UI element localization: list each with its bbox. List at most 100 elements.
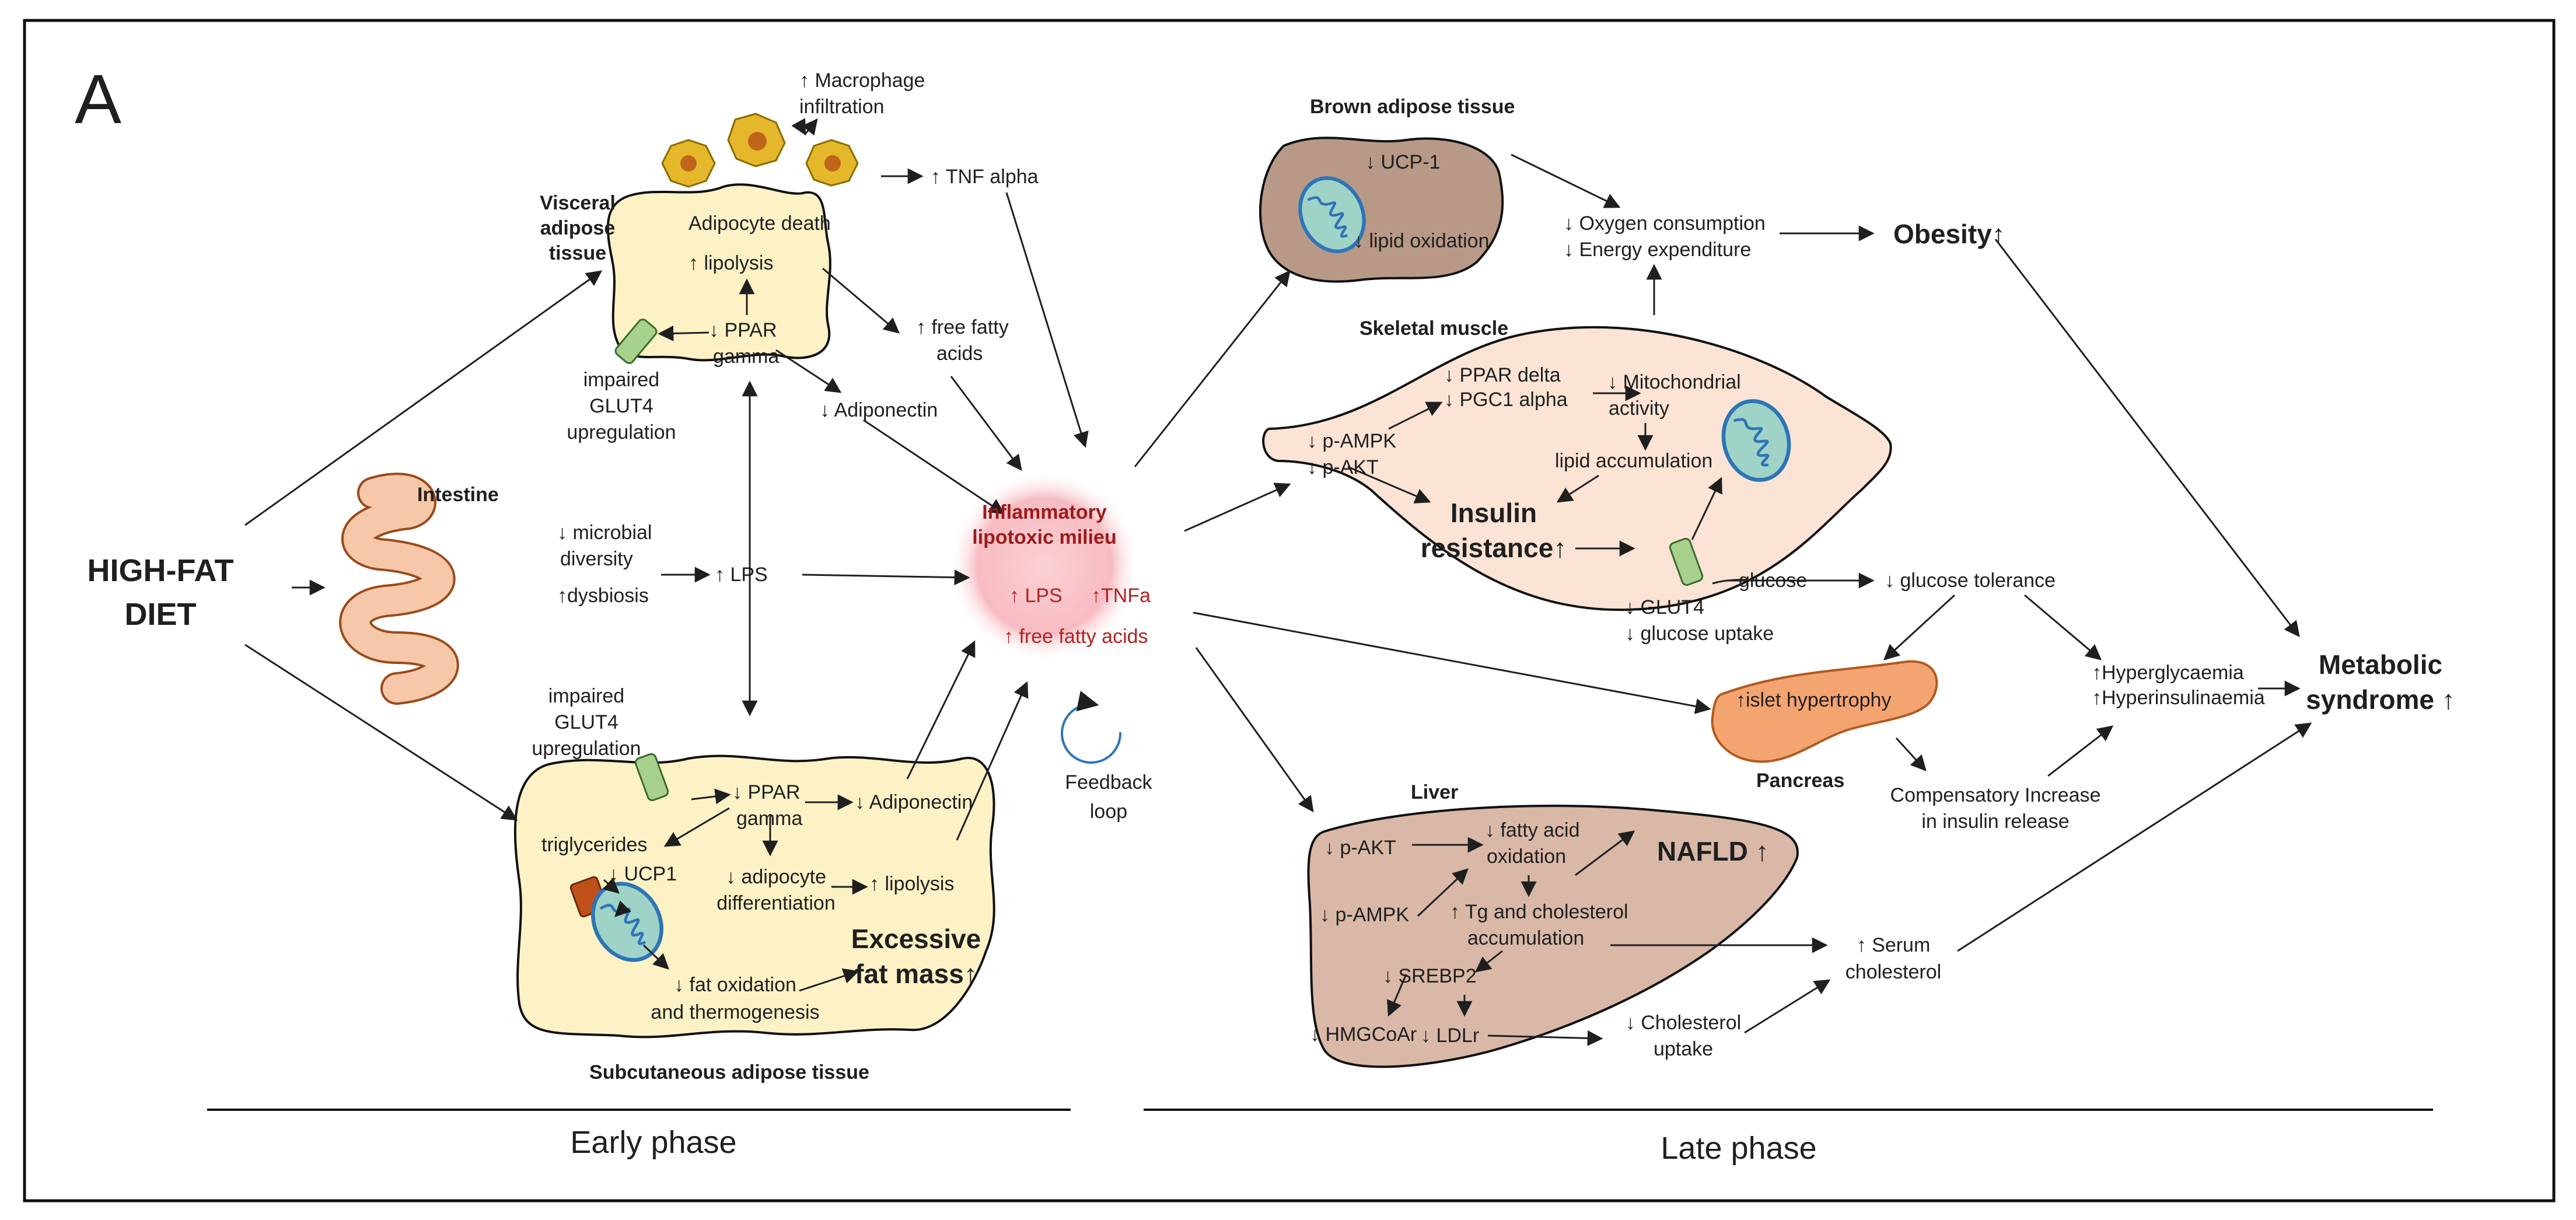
skeletal-muscle-title: Skeletal muscle [1359, 317, 1509, 340]
pancreas-shape [1711, 660, 1938, 763]
ucp-1-label: ↓ UCP-1 [1365, 151, 1441, 173]
fatty-acid-oxidation-line2: oxidation [1487, 845, 1567, 868]
subcutaneous-ppar-line1: ↓ PPAR [732, 781, 801, 803]
glucose-label: glucose [1739, 569, 1808, 592]
milieu-title-line2: lipotoxic milieu [972, 526, 1117, 548]
insulin-resistance-line1: Insulin [1450, 498, 1537, 528]
fat-oxidation-line2: and thermogenesis [651, 1001, 820, 1023]
muscle-p-ampk-label: ↓ p-AMPK [1307, 430, 1397, 452]
milieu-title-line1: Inflammatory [982, 501, 1107, 523]
mitochondrial-activity-line1: ↓ Mitochondrial [1607, 371, 1741, 393]
feedback-loop-line1: Feedback [1065, 771, 1152, 793]
milieu-tnfa-label: ↑TNFa [1091, 585, 1151, 607]
feedback-loop-icon [1061, 690, 1122, 764]
adipocyte-differentiation-line1: ↓ adipocyte [726, 866, 826, 888]
skeletal-muscle-shape [1262, 326, 1892, 611]
subcutaneous-ppar-line2: gamma [736, 807, 803, 830]
intestine-title: Intestine [417, 484, 499, 506]
milieu-ffa-label: ↑ free fatty acids [1004, 625, 1148, 648]
mitochondrial-activity-line2: activity [1609, 397, 1669, 420]
macrophage-cells [661, 113, 859, 188]
cholesterol-uptake-line1: ↓ Cholesterol [1625, 1012, 1742, 1034]
excessive-fat-mass-line1: Excessive [851, 924, 981, 954]
visceral-title-line3: tissue [548, 242, 607, 264]
compensatory-increase-line2: in insulin release [1921, 810, 2070, 833]
milieu-lps-label: ↑ LPS [1009, 585, 1062, 607]
early-phase-label: Early phase [570, 1125, 737, 1160]
pancreas-title: Pancreas [1756, 770, 1845, 792]
glut4-label: ↓ GLUT4 [1625, 596, 1705, 618]
excessive-fat-mass-line2: fat mass↑ [855, 959, 977, 989]
panel-label: A [75, 60, 122, 138]
subcutaneous-glut4-line2: GLUT4 [554, 711, 618, 733]
macrophage-infiltration-line2: infiltration [799, 96, 885, 118]
free-fatty-acids-line1: ↑ free fatty [916, 316, 1009, 338]
glucose-uptake-label: ↓ glucose uptake [1625, 623, 1774, 645]
liver-p-ampk-label: ↓ p-AMPK [1320, 904, 1410, 926]
tg-cholesterol-line1: ↑ Tg and cholesterol [1450, 901, 1628, 923]
metabolic-syndrome-line2: syndrome ↑ [2306, 684, 2455, 715]
compensatory-increase-line1: Compensatory Increase [1890, 784, 2101, 806]
subcutaneous-adipocyte-shape [513, 754, 995, 1039]
fat-oxidation-line1: ↓ fat oxidation [674, 974, 796, 996]
srebp2-label: ↓ SREBP2 [1383, 965, 1477, 987]
visceral-glut4-line1: impaired [583, 369, 660, 391]
visceral-title-line2: adipose [540, 217, 616, 239]
subcutaneous-title: Subcutaneous adipose tissue [589, 1061, 869, 1083]
free-fatty-acids-line2: acids [936, 342, 983, 365]
visceral-glut4-line3: upregulation [567, 421, 676, 443]
diet-label-line1: HIGH-FAT [87, 553, 234, 588]
macrophage-infiltration-line1: ↑ Macrophage [799, 69, 925, 92]
pgc1-alpha-label: ↓ PGC1 alpha [1444, 389, 1568, 411]
visceral-adiponectin-label: ↓ Adiponectin [820, 399, 938, 421]
liver-shape [1307, 805, 1799, 1068]
nafld-label: NAFLD ↑ [1657, 836, 1769, 866]
brown-adipose-title: Brown adipose tissue [1310, 96, 1515, 118]
liver-p-akt-label: ↓ p-AKT [1324, 837, 1396, 859]
metabolic-syndrome-line1: Metabolic [2318, 649, 2443, 680]
diet-label-line2: DIET [124, 597, 197, 632]
cholesterol-uptake-line2: uptake [1653, 1038, 1714, 1060]
figure-border [23, 19, 2556, 1202]
tg-cholesterol-line2: accumulation [1467, 927, 1585, 949]
hmgcoar-label: ↓ HMGCoAr [1310, 1023, 1417, 1046]
subcutaneous-adiponectin-label: ↓ Adiponectin [855, 791, 973, 813]
feedback-loop-line2: loop [1089, 800, 1128, 823]
triglycerides-label: triglycerides [541, 834, 648, 856]
glucose-tolerance-label: ↓ glucose tolerance [1885, 569, 2056, 592]
late-phase-label: Late phase [1661, 1131, 1817, 1166]
ldlr-label: ↓ LDLr [1421, 1025, 1480, 1047]
energy-expenditure-label: ↓ Energy expenditure [1564, 239, 1752, 261]
tnf-alpha-label: ↑ TNF alpha [931, 166, 1039, 188]
hyperinsulinaemia-label: ↑Hyperinsulinaemia [2092, 687, 2265, 709]
subcutaneous-lipolysis-label: ↑ lipolysis [869, 873, 955, 895]
microbial-diversity-line1: ↓ microbial [557, 522, 652, 544]
subcutaneous-glut4-line1: impaired [548, 685, 625, 707]
muscle-p-akt-label: ↓ p-AKT [1307, 456, 1379, 478]
subcutaneous-glut4-line3: upregulation [532, 737, 641, 760]
adipocyte-differentiation-line2: differentiation [716, 892, 836, 914]
visceral-ppar-line1: ↓ PPAR [709, 319, 777, 341]
dysbiosis-label: ↑dysbiosis [557, 585, 649, 607]
microbial-diversity-line2: diversity [560, 548, 633, 570]
lps-label: ↑ LPS [715, 564, 768, 586]
serum-cholesterol-line2: cholesterol [1845, 961, 1942, 983]
hyperglycaemia-label: ↑Hyperglycaemia [2092, 662, 2244, 684]
lipid-oxidation-label: ↓ lipid oxidation [1354, 230, 1490, 252]
visceral-title-line1: Visceral [540, 192, 616, 214]
visceral-glut4-line2: GLUT4 [589, 395, 653, 417]
visceral-adipocyte-shape [606, 183, 831, 362]
insulin-resistance-line2: resistance↑ [1420, 533, 1567, 563]
ucp1-label: ↓ UCP1 [609, 863, 677, 885]
fatty-acid-oxidation-line1: ↓ fatty acid [1485, 819, 1580, 841]
lipid-accumulation-label: lipid accumulation [1555, 450, 1713, 472]
milieu-glow [948, 470, 1141, 662]
obesity-label: Obesity↑ [1893, 219, 2005, 249]
oxygen-consumption-label: ↓ Oxygen consumption [1564, 212, 1766, 235]
liver-title: Liver [1411, 781, 1459, 803]
arrows [244, 118, 2312, 1046]
serum-cholesterol-line1: ↑ Serum [1856, 934, 1931, 956]
ppar-delta-label: ↓ PPAR delta [1444, 364, 1561, 386]
